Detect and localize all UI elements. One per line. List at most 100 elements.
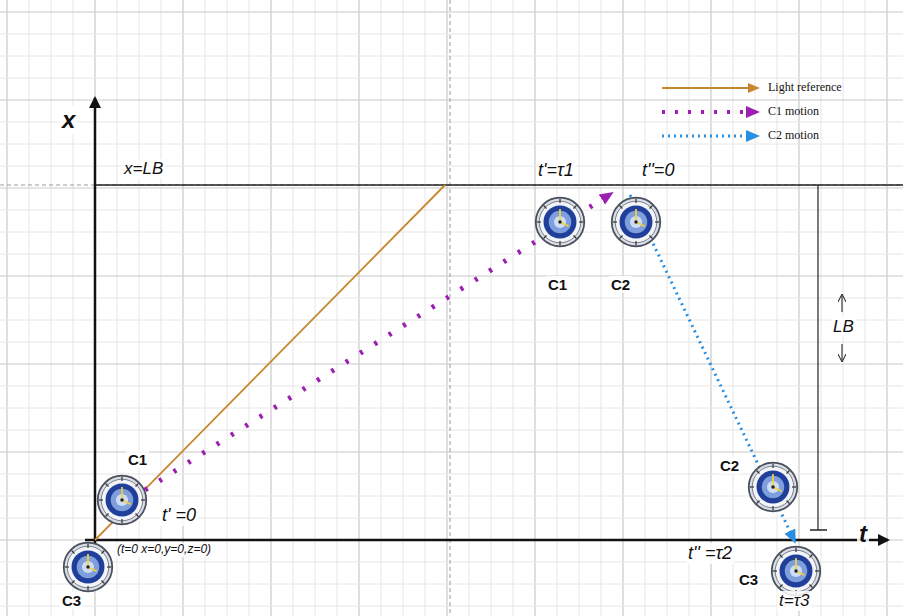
grid-line <box>667 0 668 616</box>
clock-icon <box>64 543 113 592</box>
grid-line <box>0 56 903 57</box>
clock-icon <box>98 476 147 525</box>
grid-line <box>0 210 903 211</box>
grid-line <box>0 11 903 12</box>
grid-line <box>227 0 228 616</box>
grid-line <box>0 34 903 35</box>
grid-line <box>6 0 7 616</box>
legend-sample <box>662 135 758 138</box>
clock-icon <box>612 198 661 247</box>
grid-line <box>755 0 756 616</box>
grid-line <box>689 0 690 616</box>
grid-line <box>579 0 580 616</box>
clock-icon <box>772 547 821 596</box>
grid-line <box>601 0 602 616</box>
grid-line <box>0 363 903 364</box>
grid-line <box>51 0 52 616</box>
grid-line <box>403 0 404 616</box>
legend-text: C2 motion <box>768 128 819 142</box>
grid-line <box>0 99 903 100</box>
grid-line <box>0 144 903 145</box>
time-label: t'' =τ2 <box>686 543 734 564</box>
dimension-arrow <box>842 296 843 312</box>
grid-line <box>557 0 558 616</box>
grid-line <box>0 254 903 255</box>
grid-line <box>0 539 903 540</box>
grid-line <box>0 298 903 299</box>
grid-line <box>358 0 359 616</box>
clock-icon <box>536 198 585 247</box>
grid-line <box>0 606 903 607</box>
grid-line <box>139 0 140 616</box>
grid-line <box>0 78 903 79</box>
grid-line <box>94 0 95 616</box>
grid-line <box>843 0 844 616</box>
c1-worldline <box>145 193 612 490</box>
grid-line <box>0 430 903 431</box>
grid-line <box>622 0 623 616</box>
legend-sample <box>662 87 758 89</box>
grid-line <box>270 0 271 616</box>
grid-line <box>534 0 535 616</box>
dimension-label: LB <box>831 317 856 337</box>
grid-line <box>513 0 514 616</box>
grid-line <box>337 0 338 616</box>
grid-line <box>205 0 206 616</box>
grid-line <box>0 320 903 321</box>
grid-line <box>469 0 470 616</box>
grid-line <box>315 0 316 616</box>
legend-sample <box>662 110 758 114</box>
time-label: t''=0 <box>640 160 676 181</box>
axis-label: x <box>60 106 77 134</box>
grid-line <box>446 0 447 616</box>
grid-line <box>381 0 382 616</box>
dimension-tick <box>810 529 827 531</box>
grid-line <box>425 0 426 616</box>
grid-line <box>0 187 903 188</box>
legend-text: Light reference <box>768 80 842 94</box>
grid-line <box>0 275 903 276</box>
grid-line <box>0 232 903 233</box>
grid-line <box>491 0 492 616</box>
clock-label: C1 <box>126 451 149 468</box>
lb-guide <box>0 185 903 186</box>
clock-label: C3 <box>737 571 760 588</box>
clock-label: C3 <box>60 592 83 609</box>
clock-label: C2 <box>609 276 632 293</box>
t-axis <box>85 539 888 542</box>
boundary-label: x=LB <box>122 159 165 179</box>
legend-text: C1 motion <box>768 104 819 118</box>
grid-line <box>0 342 903 343</box>
grid-line <box>710 0 711 616</box>
clock-icon <box>749 463 798 512</box>
lb-line <box>95 184 903 186</box>
time-label: t=τ3 <box>777 591 811 611</box>
legend-samples <box>662 88 758 136</box>
x-axis <box>94 98 97 548</box>
grid-line <box>0 408 903 409</box>
light-line <box>95 185 445 540</box>
clock-label: C1 <box>546 276 569 293</box>
grid-line <box>0 584 903 585</box>
grid-line <box>733 0 734 616</box>
axis-label: t <box>857 520 869 548</box>
time-label: t'=τ1 <box>536 160 576 181</box>
time-label: t' =0 <box>160 505 198 526</box>
origin-label: (t=0 x=0,y=0,z=0) <box>115 543 213 557</box>
dimension-arrow <box>842 344 843 360</box>
grid-line <box>293 0 294 616</box>
center-guide <box>450 0 451 616</box>
grid-line <box>0 386 903 387</box>
grid-line <box>29 0 30 616</box>
grid-line <box>645 0 646 616</box>
clock-label: C2 <box>718 457 741 474</box>
grid-line <box>0 562 903 563</box>
dimension-line <box>817 185 818 530</box>
grid-line <box>886 0 887 616</box>
grid-line <box>73 0 74 616</box>
grid-line <box>0 122 903 123</box>
grid-line <box>249 0 250 616</box>
